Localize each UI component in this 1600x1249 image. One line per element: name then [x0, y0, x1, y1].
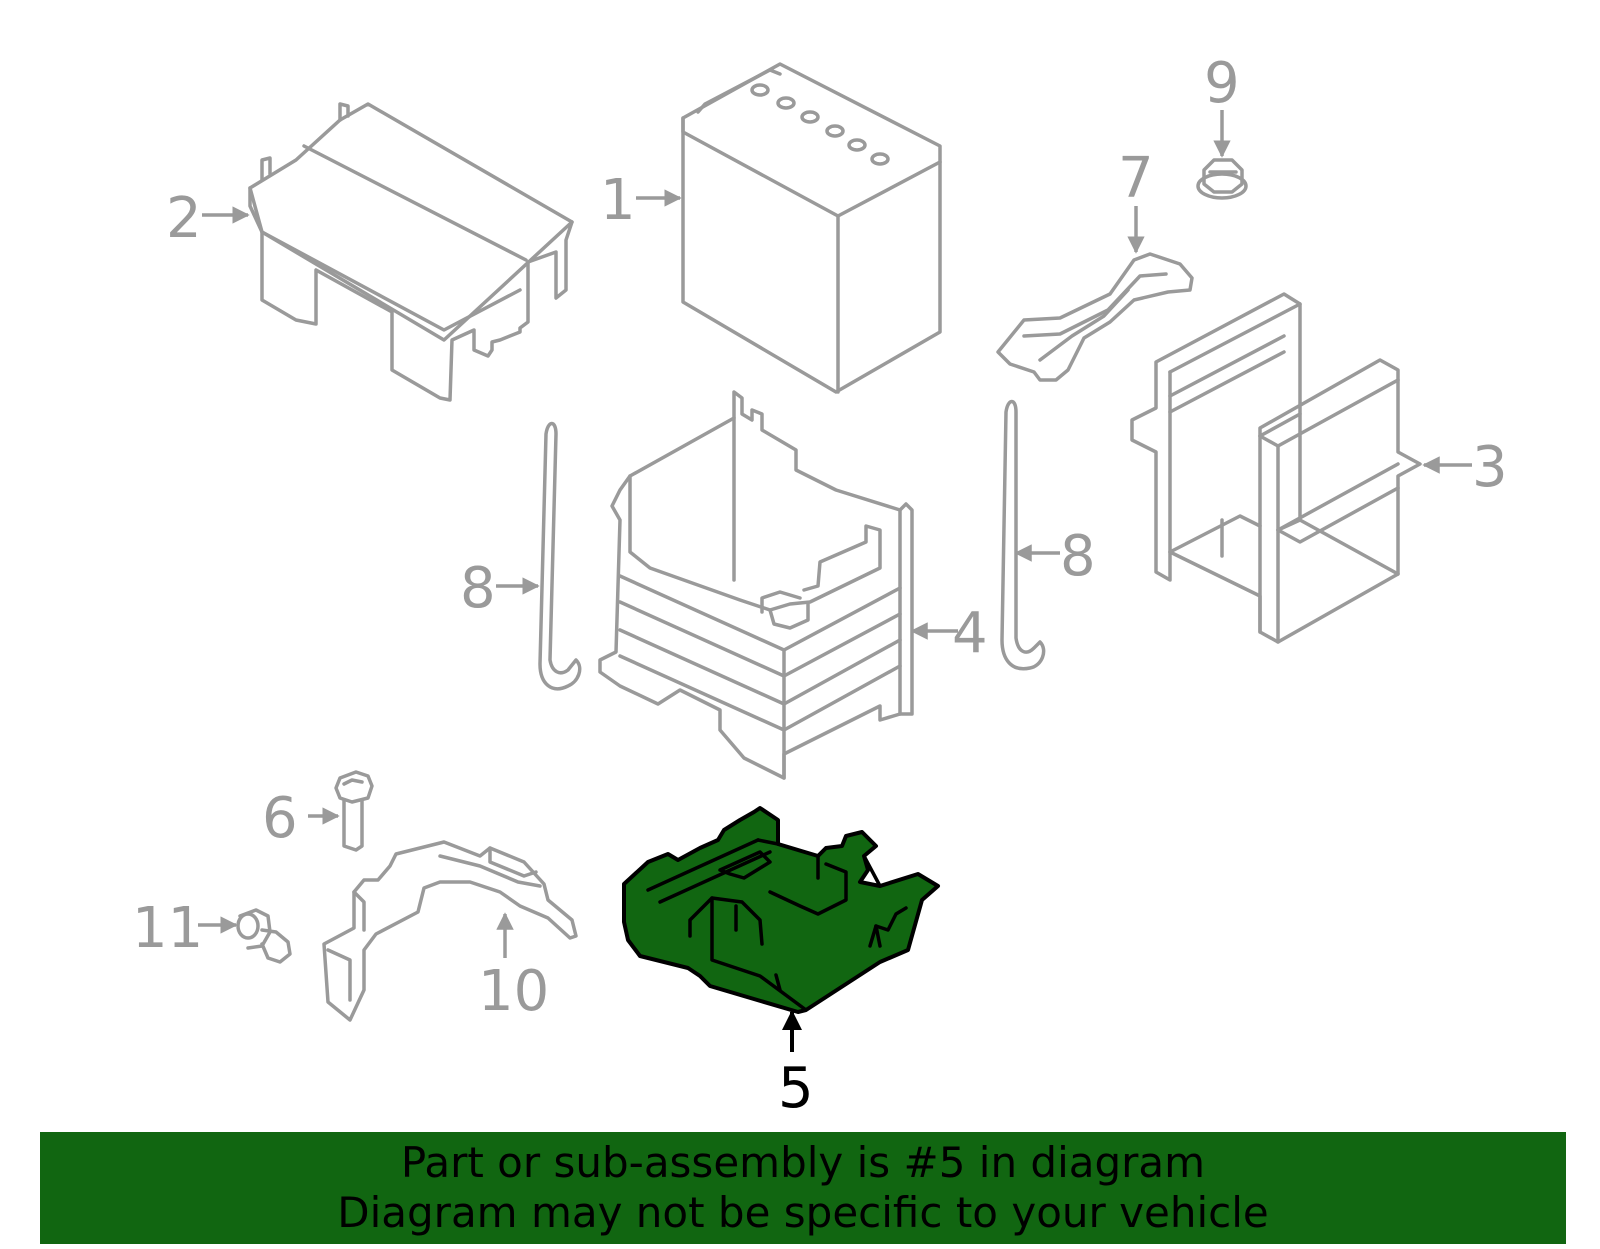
- part-6-bolt: [334, 770, 374, 852]
- part-9-nut: [1196, 158, 1248, 200]
- callout-5: 5: [778, 1056, 814, 1121]
- callout-4: 4: [952, 601, 988, 666]
- part-8-rod-right: [1000, 399, 1046, 671]
- part-4-tray: [598, 390, 914, 780]
- part-7-hold-down: [996, 252, 1194, 382]
- callout-9: 9: [1204, 51, 1240, 116]
- part-8-rod-left: [538, 421, 582, 691]
- callout-8-right: 8: [1060, 524, 1096, 589]
- callout-leaders: [198, 110, 1472, 1052]
- callout-2: 2: [166, 186, 202, 251]
- callout-3: 3: [1472, 435, 1508, 500]
- callout-11: 11: [132, 896, 203, 961]
- info-banner: Part or sub-assembly is #5 in diagram Di…: [40, 1132, 1566, 1244]
- callout-1: 1: [600, 168, 636, 233]
- part-3-bracket: [1130, 292, 1422, 644]
- callout-7: 7: [1118, 146, 1154, 211]
- callout-8-left: 8: [460, 556, 496, 621]
- part-10-bracket: [322, 840, 578, 1022]
- part-5-battery-base: [622, 806, 940, 1014]
- part-1-battery: [681, 62, 942, 394]
- banner-line-2: Diagram may not be specific to your vehi…: [337, 1188, 1269, 1237]
- part-2-cover: [248, 102, 574, 402]
- banner-line-1: Part or sub-assembly is #5 in diagram: [400, 1138, 1206, 1187]
- callout-6: 6: [262, 786, 298, 851]
- callout-10: 10: [478, 959, 549, 1024]
- part-11-clip: [236, 908, 292, 964]
